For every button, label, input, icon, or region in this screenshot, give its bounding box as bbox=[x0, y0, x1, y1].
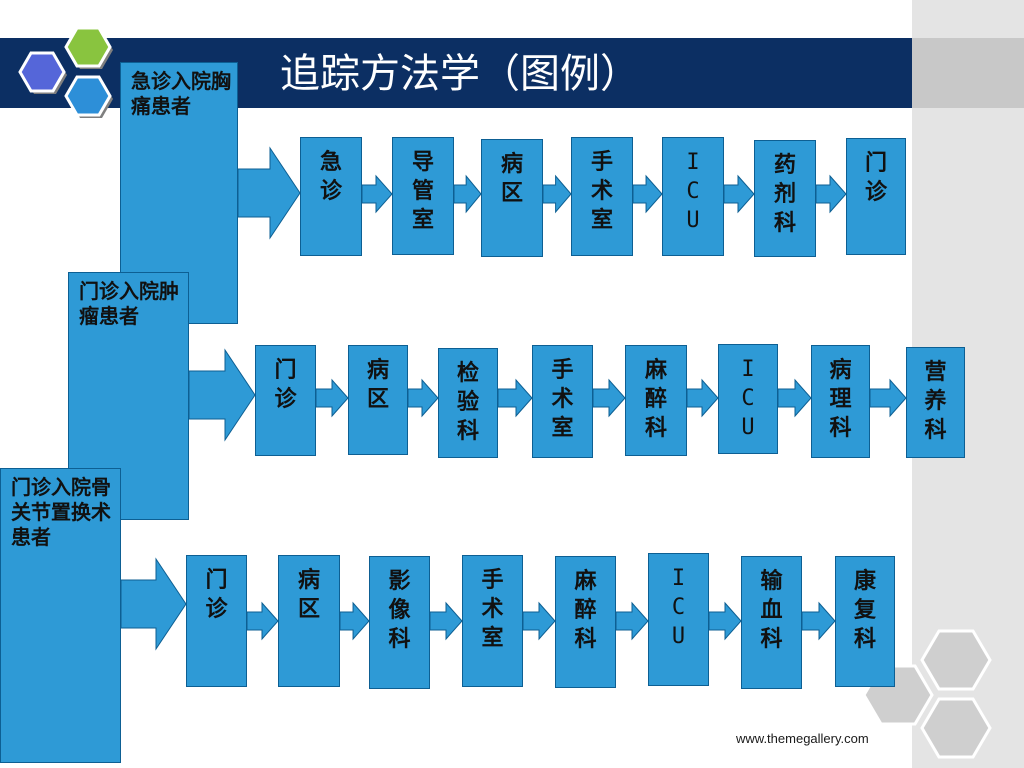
step-label: 药剂科 bbox=[774, 153, 797, 236]
step-label: ICU bbox=[741, 357, 755, 440]
step-box: 麻醉科 bbox=[555, 556, 616, 688]
step-box: ICU bbox=[662, 137, 724, 256]
step-label: 输血科 bbox=[760, 569, 783, 652]
step-box: 药剂科 bbox=[754, 140, 816, 257]
step-label: 门诊 bbox=[274, 358, 297, 412]
step-arrow-icon bbox=[686, 378, 719, 418]
logo-hexagons-icon bbox=[18, 26, 113, 118]
step-label: 门诊 bbox=[205, 568, 228, 622]
step-label: 病区 bbox=[501, 152, 524, 206]
step-box: 病区 bbox=[278, 555, 340, 687]
page-title: 追踪方法学（图例） bbox=[280, 51, 640, 97]
step-box: 输血科 bbox=[741, 556, 802, 689]
patient-box: 门诊入院骨关节置换术患者 bbox=[0, 468, 121, 763]
step-label: 病区 bbox=[367, 358, 390, 412]
step-label: 营养科 bbox=[924, 360, 947, 443]
step-label: 麻醉科 bbox=[645, 358, 668, 441]
patient-box: 门诊入院肿瘤患者 bbox=[68, 272, 189, 520]
step-label: 导管室 bbox=[412, 150, 435, 233]
step-box: 麻醉科 bbox=[625, 345, 687, 456]
step-arrow-icon bbox=[361, 174, 393, 214]
step-box: 急诊 bbox=[300, 137, 362, 256]
step-label: 急诊 bbox=[320, 150, 343, 204]
step-arrow-icon bbox=[339, 601, 370, 641]
step-arrow-icon bbox=[801, 601, 836, 641]
step-arrow-icon bbox=[407, 378, 439, 418]
step-arrow-icon bbox=[592, 378, 626, 418]
step-arrow-icon bbox=[246, 601, 279, 641]
step-label: 手术室 bbox=[591, 150, 614, 233]
patient-box: 急诊入院胸痛患者 bbox=[120, 62, 238, 324]
step-arrow-icon bbox=[723, 174, 755, 214]
step-box: 导管室 bbox=[392, 137, 454, 255]
step-box: 门诊 bbox=[255, 345, 316, 456]
step-arrow-icon bbox=[315, 378, 349, 418]
step-box: 检验科 bbox=[438, 348, 498, 458]
step-box: 手术室 bbox=[571, 137, 633, 256]
patient-label: 门诊入院肿瘤患者 bbox=[79, 279, 179, 328]
step-box: 营养科 bbox=[906, 347, 965, 458]
step-arrow-icon bbox=[632, 174, 663, 214]
title-bar-right-segment bbox=[912, 38, 1024, 108]
step-box: 康复科 bbox=[835, 556, 895, 687]
step-box: 门诊 bbox=[186, 555, 247, 687]
step-arrow-icon bbox=[497, 378, 533, 418]
step-arrow-icon bbox=[453, 174, 482, 214]
step-arrow-icon bbox=[615, 601, 649, 641]
step-label: 手术室 bbox=[481, 568, 504, 651]
step-label: 康复科 bbox=[854, 569, 877, 652]
step-box: 手术室 bbox=[532, 345, 593, 458]
flow-arrow-icon bbox=[188, 348, 256, 442]
step-label: 门诊 bbox=[865, 151, 888, 205]
step-arrow-icon bbox=[869, 378, 907, 418]
step-box: 门诊 bbox=[846, 138, 906, 255]
step-label: 病理科 bbox=[829, 358, 852, 441]
step-box: ICU bbox=[648, 553, 709, 686]
step-label: ICU bbox=[686, 150, 700, 233]
patient-label: 门诊入院骨关节置换术患者 bbox=[11, 475, 111, 549]
step-box: 病理科 bbox=[811, 345, 870, 458]
step-box: 影像科 bbox=[369, 556, 430, 689]
step-arrow-icon bbox=[542, 174, 572, 214]
step-arrow-icon bbox=[429, 601, 463, 641]
step-box: ICU bbox=[718, 344, 778, 454]
step-label: ICU bbox=[671, 566, 686, 649]
step-arrow-icon bbox=[522, 601, 556, 641]
step-box: 病区 bbox=[481, 139, 543, 257]
step-label: 手术室 bbox=[551, 358, 574, 441]
step-label: 检验科 bbox=[457, 361, 480, 444]
step-arrow-icon bbox=[777, 378, 812, 418]
step-arrow-icon bbox=[708, 601, 742, 641]
patient-label: 急诊入院胸痛患者 bbox=[131, 69, 231, 118]
step-arrow-icon bbox=[815, 174, 847, 214]
flow-arrow-icon bbox=[237, 146, 301, 240]
step-label: 影像科 bbox=[388, 569, 411, 652]
step-box: 病区 bbox=[348, 345, 408, 455]
step-label: 病区 bbox=[298, 568, 321, 622]
footer-url: www.themegallery.com bbox=[736, 731, 869, 746]
flow-arrow-icon bbox=[120, 557, 187, 651]
step-box: 手术室 bbox=[462, 555, 523, 687]
step-label: 麻醉科 bbox=[574, 569, 597, 652]
